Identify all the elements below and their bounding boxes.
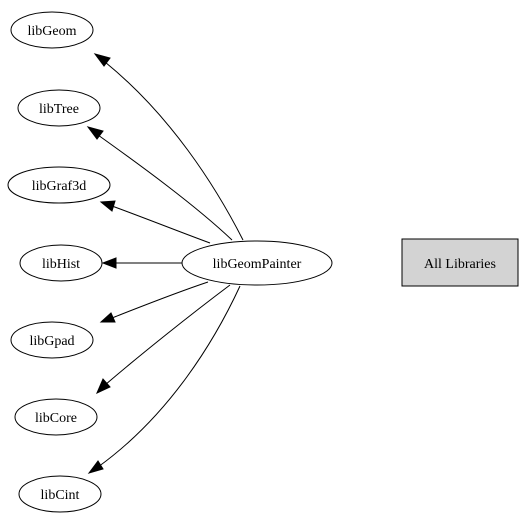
node-libgpad[interactable]: libGpad [10, 321, 94, 359]
node-libtree[interactable]: libTree [17, 89, 101, 127]
all-libraries-rect [401, 238, 519, 287]
node-libgeompainter[interactable]: libGeomPainter [181, 240, 333, 286]
node-libhist[interactable]: libHist [19, 244, 103, 282]
node-label-libhist: libHist [42, 257, 80, 272]
all-libraries-label: All Libraries [424, 257, 496, 272]
edge-libgeompainter-to-libtree [86, 126, 233, 241]
edge-libgeompainter-to-libgpad [99, 281, 209, 323]
node-label-libgraf3d: libGraf3d [32, 179, 86, 194]
node-libcint[interactable]: libCint [18, 475, 102, 513]
edge-libgeompainter-to-libcore [96, 284, 231, 394]
node-label-libtree: libTree [39, 102, 79, 117]
all-libraries-box[interactable]: All Libraries [401, 238, 519, 287]
node-label-libcint: libCint [41, 488, 80, 503]
edge-libgeompainter-to-libcint [87, 285, 241, 474]
node-label-libgpad: libGpad [29, 334, 74, 349]
node-label-libcore: libCore [35, 411, 77, 426]
edge-libgeompainter-to-libgraf3d [99, 200, 211, 244]
edge-libgeompainter-to-libhist [101, 257, 182, 269]
node-libgeom[interactable]: libGeom [10, 11, 94, 49]
node-libcore[interactable]: libCore [14, 398, 98, 436]
node-label-libgeompainter: libGeomPainter [213, 257, 302, 272]
node-label-libgeom: libGeom [28, 24, 77, 39]
edges [86, 53, 244, 474]
node-libgraf3d[interactable]: libGraf3d [7, 166, 111, 204]
edge-libgeompainter-to-libgeom [93, 53, 244, 241]
